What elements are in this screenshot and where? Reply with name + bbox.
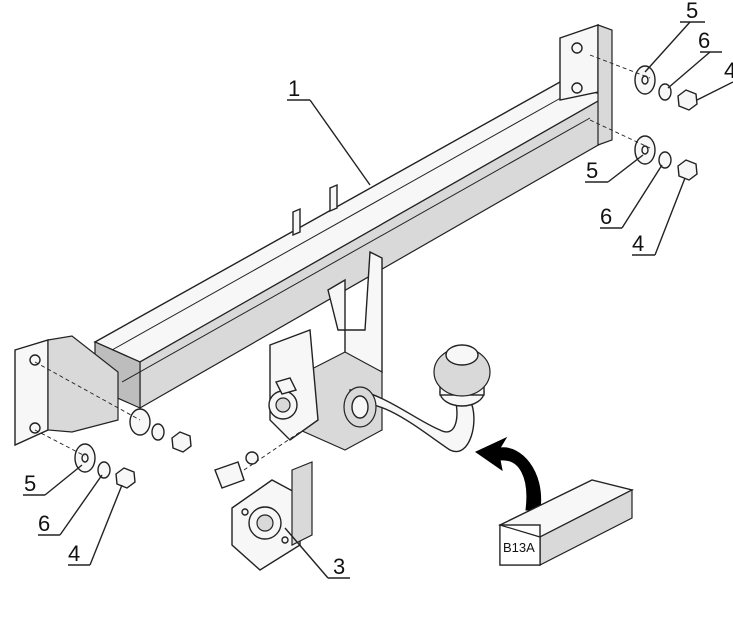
label-spring-mid: 6 — [600, 204, 612, 229]
label-socket-plate: 3 — [333, 554, 345, 579]
curved-arrow-icon — [474, 436, 542, 511]
label-spring-left: 6 — [38, 511, 50, 536]
tow-ball — [433, 344, 491, 407]
label-beam: 1 — [288, 76, 300, 101]
leader-lines — [23, 21, 733, 579]
hardware-mid-right — [589, 119, 698, 181]
hardware-left — [34, 361, 192, 489]
left-side-bracket — [14, 335, 119, 447]
socket-plate-assembly — [214, 431, 313, 571]
b13a-box: B13A — [498, 479, 634, 566]
label-nut-top: 4 — [724, 58, 733, 83]
label-nut-mid: 4 — [632, 231, 644, 256]
label-spring-top: 6 — [698, 28, 710, 53]
part-number-labels: 1 5 6 4 5 6 4 5 6 4 3 — [24, 0, 733, 579]
box-code-label: B13A — [503, 540, 535, 555]
label-washer-left: 5 — [24, 471, 36, 496]
tow-ball-arm — [343, 386, 475, 453]
hardware-top-right — [589, 54, 698, 111]
right-side-bracket — [559, 24, 613, 146]
beam-tabs — [292, 183, 338, 237]
label-washer-mid: 5 — [586, 158, 598, 183]
label-washer-top: 5 — [686, 0, 698, 23]
neck-bolt — [268, 377, 298, 420]
label-nut-left: 4 — [68, 541, 80, 566]
